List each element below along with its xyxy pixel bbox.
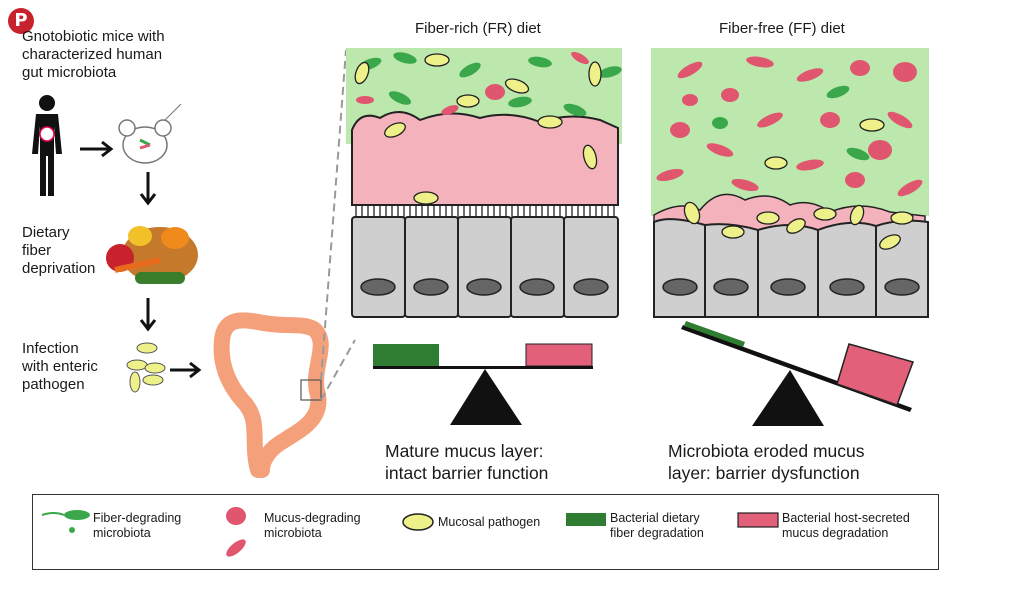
legend-pathogen-label: Mucosal pathogen	[438, 515, 541, 529]
fr-fulcrum	[450, 369, 522, 425]
vegetables-icon	[106, 226, 198, 284]
arrow-veg-down	[139, 298, 157, 332]
fr-nuclei	[360, 278, 609, 296]
legend-pathogen-icon	[402, 513, 434, 531]
fr-beam	[373, 366, 593, 369]
pinterest-icon[interactable]: P	[8, 8, 34, 34]
legend-mucus-icon	[226, 507, 246, 557]
ff-nuclei	[662, 278, 920, 296]
ff-balance	[681, 321, 914, 426]
human-icon	[32, 95, 62, 196]
fr-mucus-bugs	[356, 51, 589, 115]
arrow-to-colon	[170, 361, 202, 379]
ff-panel	[651, 48, 929, 426]
arrow-human-to-mouse	[80, 140, 114, 158]
fr-mucus-bar	[525, 343, 593, 367]
fr-microvilli	[355, 205, 615, 217]
ff-fulcrum	[752, 370, 824, 426]
legend-fiber-label: Fiber-degrading microbiota	[93, 511, 182, 540]
ff-lumen	[651, 48, 929, 216]
colon-icon	[213, 312, 329, 478]
dietary-step-text: Dietary fiber deprivation	[22, 224, 96, 277]
intro-text: Gnotobiotic mice with characterized huma…	[22, 28, 165, 81]
fr-panel	[346, 48, 622, 425]
legend-mucus-deg-icon	[737, 512, 779, 528]
zoom-line-bottom	[320, 339, 356, 401]
legend-mucus-label: Mucus-degrading microbiota	[264, 511, 361, 540]
ff-mucus-bar	[836, 343, 914, 406]
infection-step-text: Infection with enteric pathogen	[22, 340, 98, 393]
zoom-line-top	[320, 49, 347, 381]
legend-box	[32, 494, 939, 570]
fr-epithelium	[351, 216, 619, 318]
mouse-icon	[118, 103, 182, 164]
ff-fiber-bar	[684, 321, 745, 347]
ff-mucus-bugs	[656, 56, 923, 197]
ff-caption: Microbiota eroded mucus layer: barrier d…	[668, 441, 865, 483]
pathogen-cluster	[126, 342, 166, 393]
fr-caption: Mature mucus layer: intact barrier funct…	[385, 441, 549, 483]
legend-mucus-deg-label: Bacterial host-secreted mucus degradatio…	[782, 511, 910, 540]
fr-diet-title: Fiber-rich (FR) diet	[415, 20, 541, 37]
fr-pathogens	[354, 53, 602, 205]
fr-balance	[373, 343, 593, 425]
fr-mucus-layer	[351, 111, 619, 206]
ff-diet-title: Fiber-free (FF) diet	[719, 20, 845, 37]
legend-fiber-deg-label: Bacterial dietary fiber degradation	[610, 511, 704, 540]
ff-fiber-bugs	[712, 85, 870, 161]
ff-pathogens	[683, 118, 914, 250]
arrow-mouse-down	[139, 172, 157, 206]
legend-fiber-icon	[41, 510, 90, 533]
legend-fiber-deg-icon	[566, 513, 606, 526]
ff-epithelium	[653, 218, 929, 318]
fr-fiber-bar	[373, 344, 439, 366]
